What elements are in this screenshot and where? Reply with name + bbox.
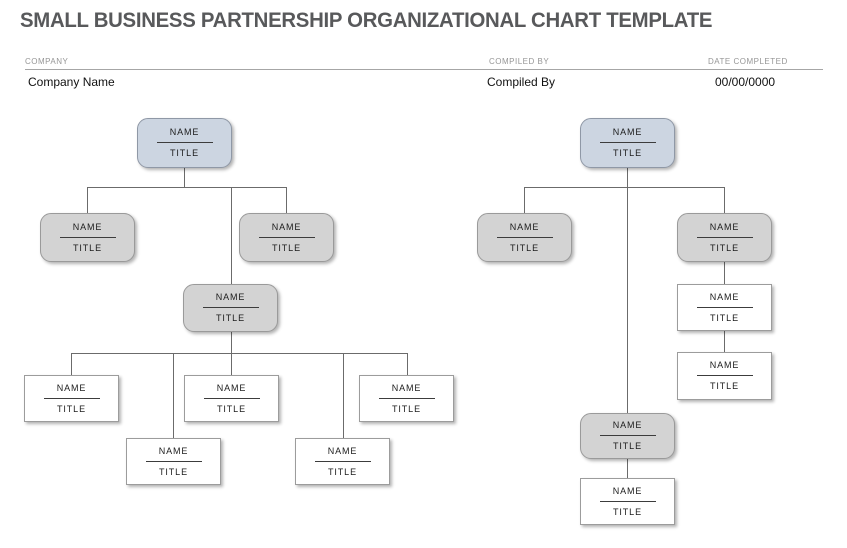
connector-line (231, 332, 232, 353)
node-title: TITLE (509, 242, 539, 253)
node-title: TITLE (709, 242, 739, 253)
connector-line (724, 187, 725, 213)
connector-line (343, 353, 344, 438)
node-title: TITLE (72, 242, 102, 253)
org-node-left-l4-d[interactable]: NAME TITLE (295, 438, 390, 485)
connector-line (407, 353, 408, 375)
node-name: NAME (72, 221, 103, 232)
node-divider (696, 306, 753, 308)
node-title: TITLE (271, 242, 301, 253)
node-name: NAME (709, 360, 740, 370)
connector-line (524, 187, 724, 188)
node-divider (599, 142, 656, 143)
node-name: NAME (509, 221, 540, 232)
connector-line (627, 459, 628, 478)
page-title: SMALL BUSINESS PARTNERSHIP ORGANIZATIONA… (20, 9, 713, 32)
org-node-left-l4-a[interactable]: NAME TITLE (24, 375, 119, 422)
date-completed-value-field[interactable]: 00/00/0000 (715, 75, 776, 89)
node-title: TITLE (56, 403, 86, 414)
node-divider (258, 236, 315, 238)
node-divider (145, 460, 202, 462)
connector-line (231, 187, 232, 284)
node-divider (59, 236, 116, 238)
connector-line (71, 353, 407, 354)
node-divider (202, 307, 259, 308)
node-title: TITLE (612, 148, 642, 158)
node-title: TITLE (709, 312, 739, 323)
org-node-left-l2-b[interactable]: NAME TITLE (239, 213, 334, 262)
node-name: NAME (709, 291, 740, 302)
node-title: TITLE (327, 466, 357, 477)
connector-line (627, 187, 628, 413)
node-title: TITLE (216, 403, 246, 414)
node-title: TITLE (612, 441, 642, 451)
org-node-right-l4-b[interactable]: NAME TITLE (580, 478, 675, 525)
node-divider (378, 397, 435, 399)
node-name: NAME (612, 485, 643, 496)
node-name: NAME (215, 292, 246, 302)
compiled-by-label: COMPILED BY (489, 57, 550, 66)
node-title: TITLE (158, 466, 188, 477)
connector-line (286, 187, 287, 213)
connector-line (724, 331, 725, 352)
node-name: NAME (391, 382, 422, 393)
company-value-field[interactable]: Company Name (28, 75, 115, 89)
node-title: TITLE (391, 403, 421, 414)
connector-line (524, 187, 525, 213)
org-node-right-top[interactable]: NAME TITLE (580, 118, 675, 168)
node-divider (43, 397, 100, 399)
header-divider-line (25, 69, 823, 70)
node-name: NAME (158, 445, 189, 456)
org-node-right-l2-b[interactable]: NAME TITLE (677, 213, 772, 262)
node-title: TITLE (169, 148, 199, 158)
node-name: NAME (327, 445, 358, 456)
node-name: NAME (56, 382, 87, 393)
connector-line (173, 353, 174, 438)
connector-line (87, 187, 88, 213)
node-divider (314, 460, 371, 462)
node-divider (496, 236, 553, 238)
node-name: NAME (169, 127, 200, 137)
node-divider (599, 435, 656, 436)
connector-line (724, 262, 725, 284)
node-name: NAME (216, 382, 247, 393)
connector-line (627, 168, 628, 187)
org-node-left-l4-c[interactable]: NAME TITLE (184, 375, 279, 422)
node-divider (156, 142, 213, 143)
node-divider (696, 375, 753, 376)
org-node-right-l4-a[interactable]: NAME TITLE (677, 352, 772, 400)
org-node-right-l3-b[interactable]: NAME TITLE (580, 413, 675, 459)
date-completed-label: DATE COMPLETED (708, 57, 788, 66)
node-title: TITLE (612, 506, 642, 517)
compiled-by-value-field[interactable]: Compiled By (487, 75, 556, 89)
node-name: NAME (612, 420, 643, 430)
company-label: COMPANY (25, 57, 69, 66)
node-divider (203, 397, 260, 399)
node-divider (599, 500, 656, 502)
node-title: TITLE (709, 381, 739, 391)
node-name: NAME (612, 127, 643, 137)
org-node-left-l4-e[interactable]: NAME TITLE (359, 375, 454, 422)
node-name: NAME (709, 221, 740, 232)
node-title: TITLE (215, 313, 245, 323)
org-node-left-l4-b[interactable]: NAME TITLE (126, 438, 221, 485)
connector-line (87, 187, 287, 188)
org-node-left-l3[interactable]: NAME TITLE (183, 284, 278, 332)
org-node-left-top[interactable]: NAME TITLE (137, 118, 232, 168)
org-node-left-l2-a[interactable]: NAME TITLE (40, 213, 135, 262)
org-node-right-l3-a[interactable]: NAME TITLE (677, 284, 772, 331)
connector-line (184, 168, 185, 187)
node-divider (696, 236, 753, 238)
connector-line (71, 353, 72, 375)
connector-line (231, 353, 232, 375)
org-node-right-l2-a[interactable]: NAME TITLE (477, 213, 572, 262)
node-name: NAME (271, 221, 302, 232)
